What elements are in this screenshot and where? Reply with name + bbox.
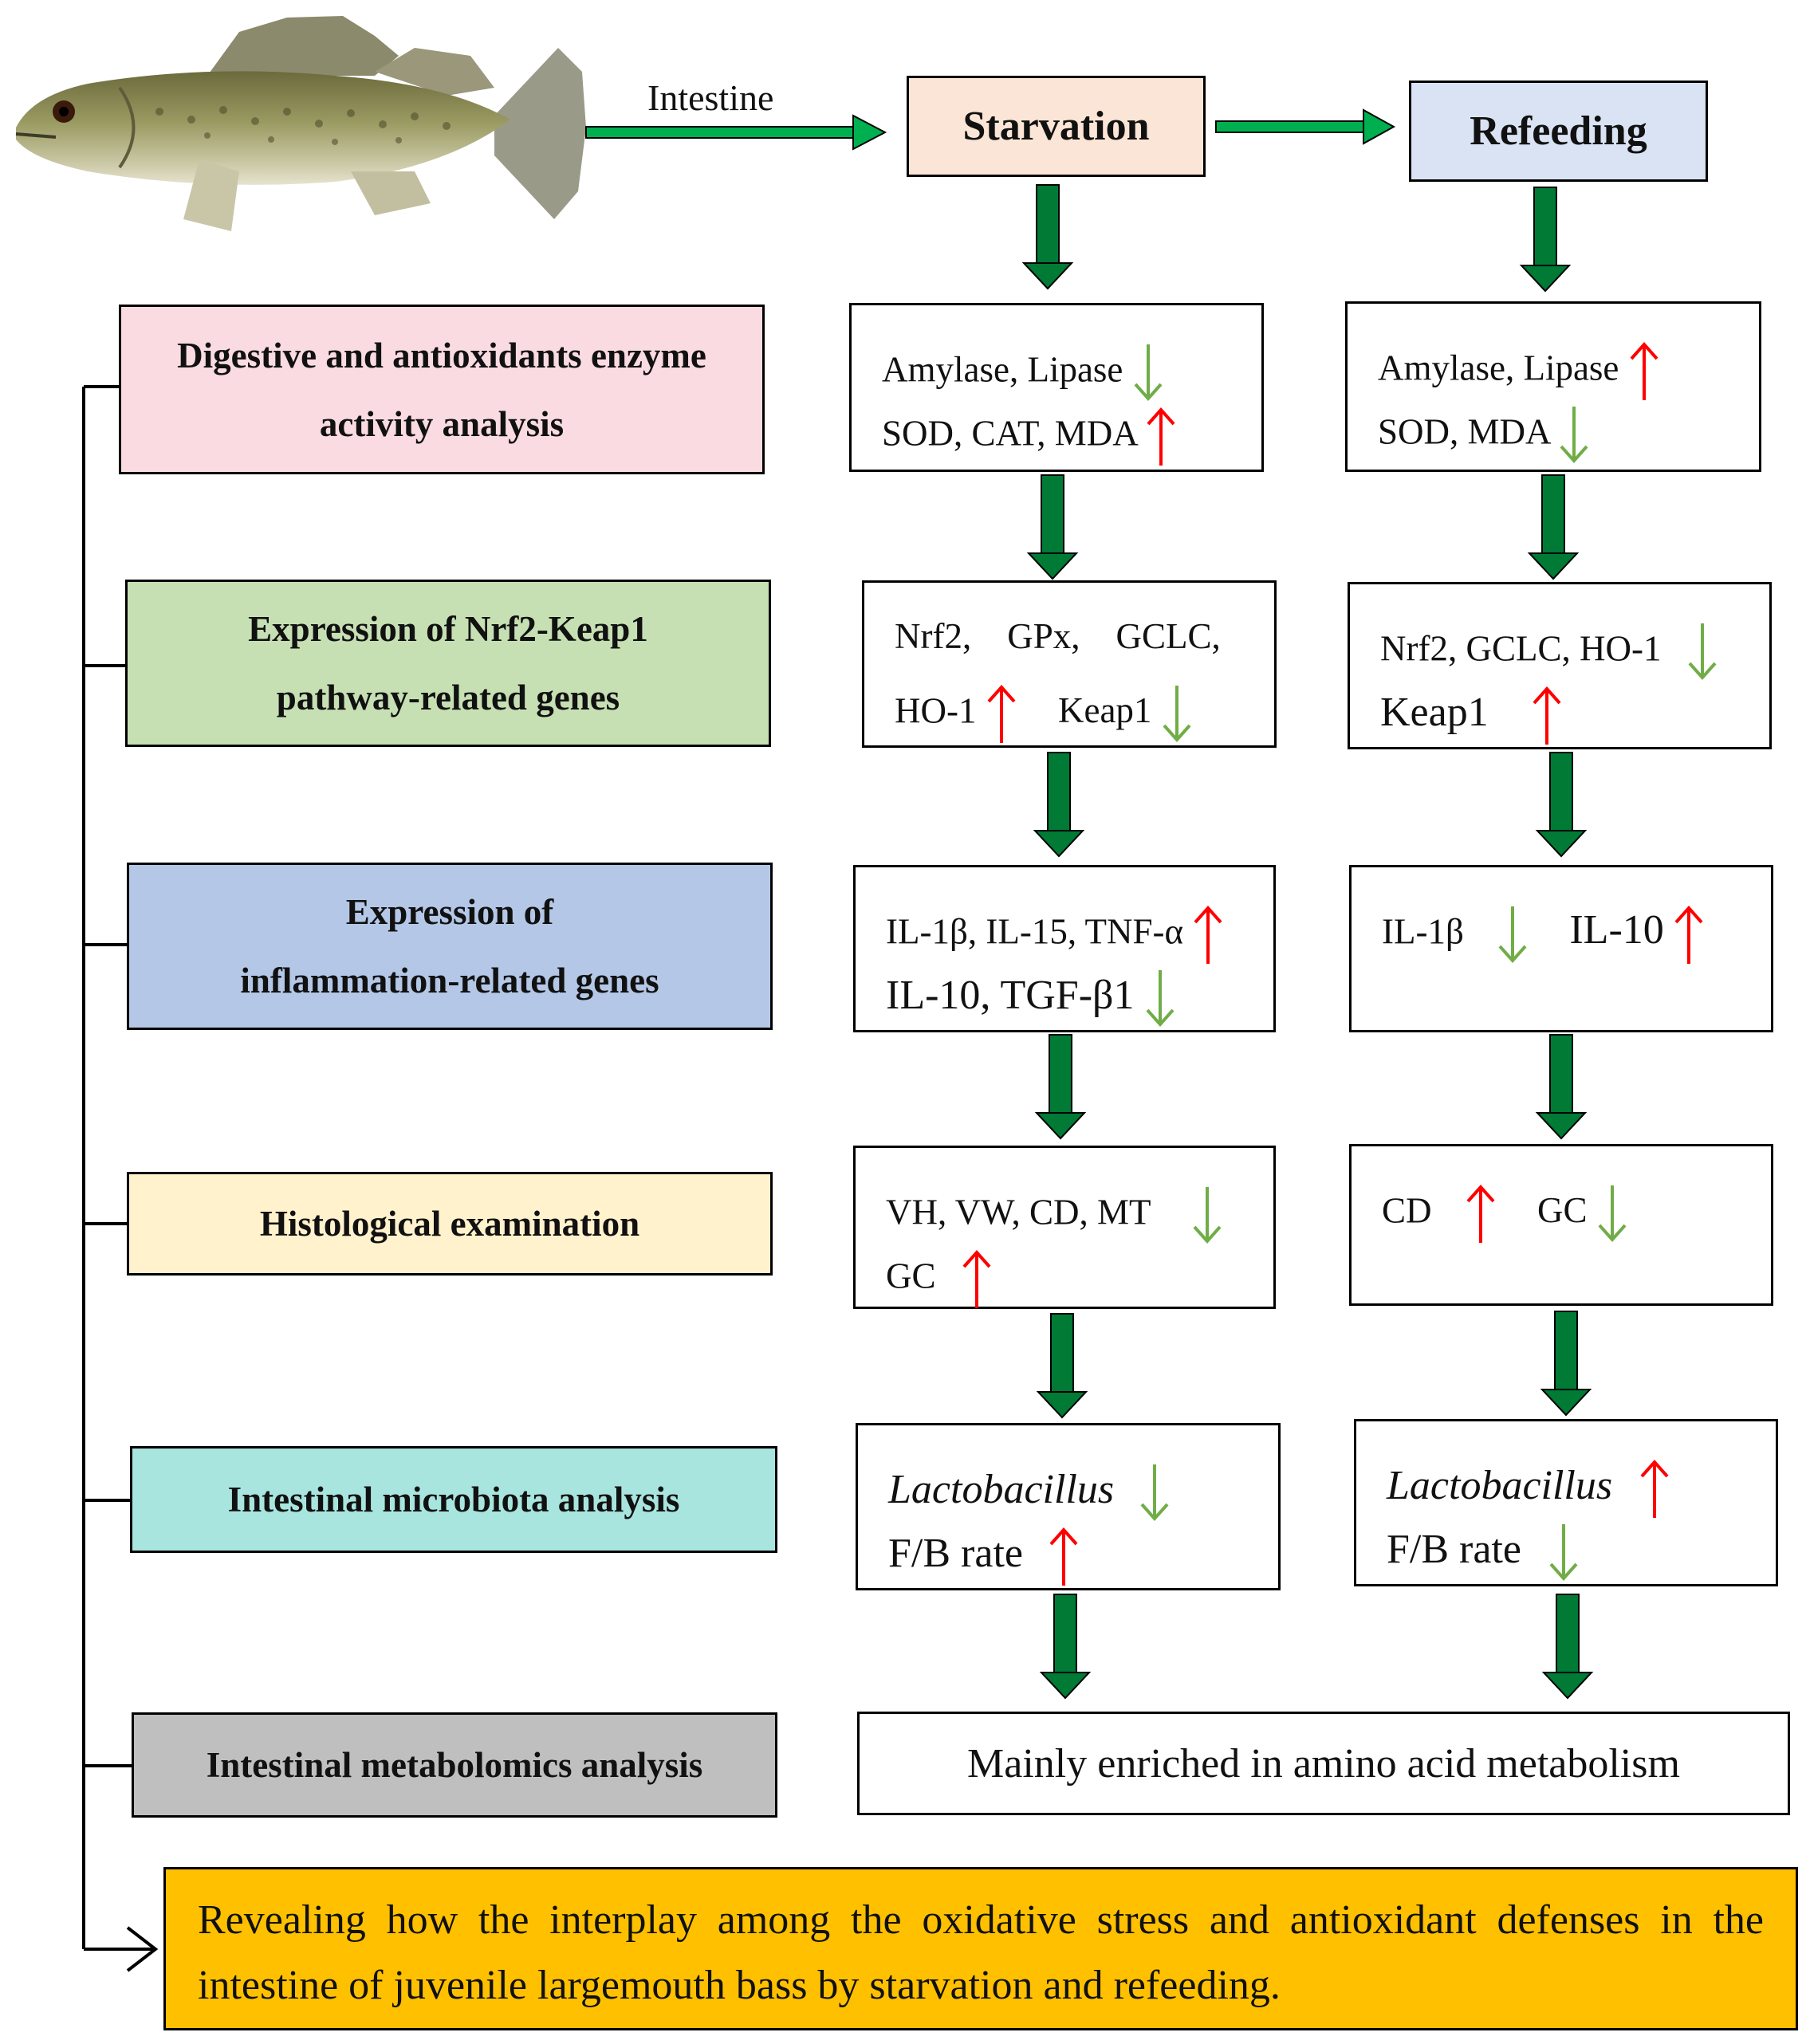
starvation-histology-line2: GC: [886, 1248, 993, 1311]
up-arrow-icon: [1533, 686, 1561, 745]
up-arrow-icon: [1466, 1184, 1495, 1243]
category-inflammation-line2: inflammation-related genes: [240, 961, 659, 1000]
down-flow-arrow-icon: [1034, 1034, 1087, 1140]
conclusion-box: Revealing how the interplay among the ox…: [163, 1867, 1798, 2030]
up-arrow-icon: [1674, 905, 1703, 964]
down-arrow-icon: [1134, 344, 1163, 402]
category-inflammation-line1: Expression of: [345, 892, 554, 932]
category-enzyme-line2: activity analysis: [319, 403, 565, 444]
conclusion-arrow-icon: [126, 1926, 159, 1972]
starvation-enzyme-line2: SOD, CAT, MDA: [882, 405, 1177, 469]
starvation-nrf2-line1: Nrf2, GPx, GCLC,: [895, 616, 1221, 656]
up-arrow-icon: [962, 1249, 991, 1308]
category-enzyme-line1: Digestive and antioxidants enzyme: [177, 335, 706, 375]
down-flow-arrow-icon: [1026, 474, 1079, 580]
starvation-title: Starvation: [962, 103, 1150, 149]
down-arrow-icon: [1549, 1524, 1578, 1582]
starvation-microbiota-box: Lactobacillus F/B rate: [856, 1423, 1281, 1590]
starvation-microbiota-line1: Lactobacillus: [888, 1461, 1171, 1525]
starvation-enzyme-line1: Amylase, Lipase: [882, 341, 1164, 405]
right-arrow-icon: [585, 114, 887, 151]
down-flow-arrow-icon: [1527, 474, 1580, 580]
category-metabolomics: Intestinal metabolomics analysis: [132, 1712, 777, 1818]
intestine-label: Intestine: [647, 77, 774, 118]
up-arrow-icon: [1630, 341, 1659, 400]
starvation-histology-box: VH, VW, CD, MT GC: [853, 1146, 1276, 1309]
refeeding-microbiota-line1: Lactobacillus: [1387, 1457, 1670, 1521]
refeeding-inflammation-line1: IL-1β IL-10: [1382, 903, 1705, 967]
down-arrow-icon: [1146, 970, 1175, 1028]
down-flow-arrow-icon: [1519, 187, 1572, 293]
starvation-inflammation-box: IL-1β, IL-15, TNF-α IL-10, TGF-β1: [853, 865, 1276, 1032]
down-arrow-icon: [1140, 1464, 1169, 1522]
up-arrow-icon: [1194, 905, 1222, 964]
up-arrow-icon: [1640, 1459, 1669, 1518]
refeeding-histology-box: CD GC: [1349, 1144, 1773, 1306]
down-arrow-icon: [1688, 623, 1717, 681]
right-arrow-icon: [1215, 108, 1396, 145]
largemouth-bass-image: [15, 16, 586, 231]
category-enzyme-activity: Digestive and antioxidants enzyme activi…: [119, 305, 765, 474]
starvation-inflammation-line2: IL-10, TGF-β1: [886, 967, 1176, 1031]
down-flow-arrow-icon: [1033, 752, 1085, 858]
refeeding-enzyme-line2: SOD, MDA: [1378, 403, 1590, 467]
down-arrow-icon: [1560, 407, 1588, 464]
refeeding-nrf2-line1: Nrf2, GCLC, HO-1: [1380, 620, 1718, 684]
category-histology-label: Histological examination: [259, 1204, 640, 1244]
starvation-enzyme-box: Amylase, Lipase SOD, CAT, MDA: [849, 303, 1264, 472]
metabolomics-result-box: Mainly enriched in amino acid metabolism: [857, 1712, 1790, 1815]
metabolomics-result-text: Mainly enriched in amino acid metabolism: [967, 1740, 1680, 1787]
category-microbiota: Intestinal microbiota analysis: [130, 1446, 777, 1553]
down-flow-arrow-icon: [1541, 1594, 1594, 1700]
down-arrow-icon: [1163, 686, 1191, 743]
down-flow-arrow-icon: [1036, 1313, 1088, 1419]
refeeding-histology-line1: CD GC: [1382, 1182, 1628, 1246]
category-nrf2-line1: Expression of Nrf2-Keap1: [248, 609, 648, 649]
conclusion-line1: Revealing how the interplay among the ox…: [198, 1897, 1764, 1943]
down-flow-arrow-icon: [1039, 1594, 1092, 1700]
down-flow-arrow-icon: [1535, 1034, 1588, 1140]
down-flow-arrow-icon: [1540, 1311, 1592, 1417]
refeeding-nrf2-box: Nrf2, GCLC, HO-1 Keap1: [1348, 582, 1772, 749]
conclusion-line2: intestine of juvenile largemouth bass by…: [198, 1963, 1281, 2008]
starvation-nrf2-line2: HO-1 Keap1: [895, 682, 1193, 746]
down-arrow-icon: [1598, 1185, 1627, 1243]
down-flow-arrow-icon: [1535, 752, 1588, 858]
starvation-microbiota-line2: F/B rate: [888, 1525, 1080, 1589]
starvation-inflammation-line1: IL-1β, IL-15, TNF-α: [886, 903, 1224, 967]
refeeding-enzyme-line1: Amylase, Lipase: [1378, 340, 1660, 403]
starvation-histology-line1: VH, VW, CD, MT: [886, 1184, 1223, 1248]
category-nrf2-line2: pathway-related genes: [276, 678, 620, 717]
refeeding-nrf2-line2: Keap1: [1380, 684, 1563, 748]
down-arrow-icon: [1498, 906, 1527, 964]
refeeding-microbiota-line2: F/B rate: [1387, 1521, 1580, 1585]
category-nrf2-keap1: Expression of Nrf2-Keap1 pathway-related…: [125, 580, 771, 747]
category-histology: Histological examination: [127, 1172, 773, 1276]
category-metabolomics-label: Intestinal metabolomics analysis: [206, 1745, 703, 1785]
down-flow-arrow-icon: [1021, 184, 1074, 290]
refeeding-box: Refeeding: [1409, 81, 1708, 182]
down-arrow-icon: [1193, 1187, 1222, 1244]
refeeding-enzyme-box: Amylase, Lipase SOD, MDA: [1345, 301, 1761, 472]
up-arrow-icon: [1147, 407, 1175, 466]
refeeding-inflammation-box: IL-1β IL-10: [1349, 865, 1773, 1032]
starvation-box: Starvation: [907, 76, 1206, 177]
starvation-nrf2-box: Nrf2, GPx, GCLC, HO-1 Keap1: [862, 580, 1277, 748]
refeeding-microbiota-box: Lactobacillus F/B rate: [1354, 1419, 1778, 1586]
refeeding-title: Refeeding: [1470, 108, 1647, 154]
category-inflammation: Expression of inflammation-related genes: [127, 863, 773, 1030]
up-arrow-icon: [1049, 1527, 1078, 1586]
up-arrow-icon: [987, 684, 1016, 743]
category-microbiota-label: Intestinal microbiota analysis: [227, 1480, 680, 1519]
